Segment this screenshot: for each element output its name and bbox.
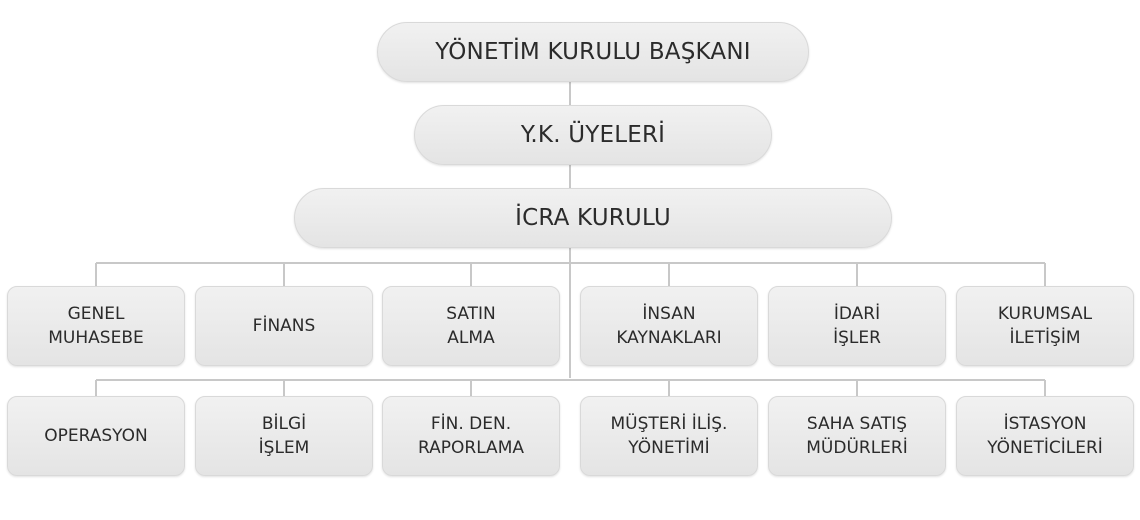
node-genel-muhasebe: GENEL MUHASEBE xyxy=(7,286,185,366)
node-finans: FİNANS xyxy=(195,286,373,366)
node-chairman: YÖNETİM KURULU BAŞKANI xyxy=(377,22,809,82)
node-musteri-ilis-yonetimi: MÜŞTERİ İLİŞ. YÖNETİMİ xyxy=(580,396,758,476)
node-saha-satis-mudurleri: SAHA SATIŞ MÜDÜRLERİ xyxy=(768,396,946,476)
node-insan-kaynaklari: İNSAN KAYNAKLARI xyxy=(580,286,758,366)
node-satin-alma: SATIN ALMA xyxy=(382,286,560,366)
node-fin-den-raporlama: FİN. DEN. RAPORLAMA xyxy=(382,396,560,476)
node-istasyon-yoneticileri: İSTASYON YÖNETİCİLERİ xyxy=(956,396,1134,476)
node-operasyon: OPERASYON xyxy=(7,396,185,476)
node-executive-board: İCRA KURULU xyxy=(294,188,892,248)
node-bilgi-islem: BİLGİ İŞLEM xyxy=(195,396,373,476)
node-board-members: Y.K. ÜYELERİ xyxy=(414,105,772,165)
node-idari-isler: İDARİ İŞLER xyxy=(768,286,946,366)
node-kurumsal-iletisim: KURUMSAL İLETİŞİM xyxy=(956,286,1134,366)
